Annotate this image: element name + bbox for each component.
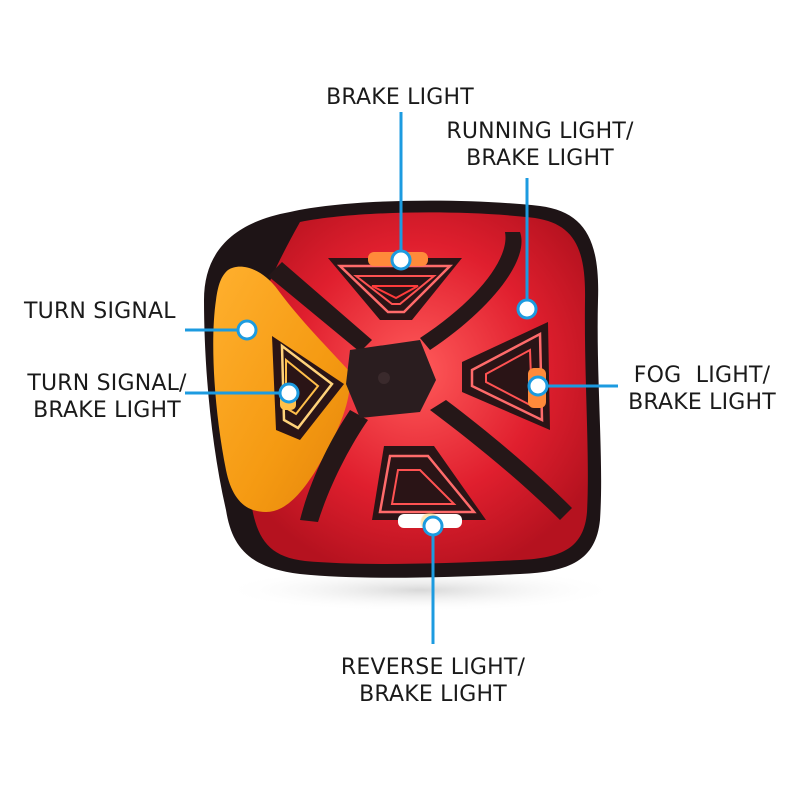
callout-dot-turn bbox=[236, 319, 258, 341]
label-turn-brake-line1: TURN SIGNAL/ bbox=[27, 371, 187, 396]
label-reverse-line2: BRAKE LIGHT bbox=[359, 682, 507, 707]
callout-dot-reverse bbox=[422, 515, 444, 537]
bottom-chevron-1 bbox=[378, 454, 477, 514]
label-fog-light: FOG LIGHT/ BRAKE LIGHT bbox=[612, 362, 792, 416]
label-turn-signal: TURN SIGNAL bbox=[24, 298, 194, 325]
callout-dot-brake bbox=[390, 249, 412, 271]
callout-dot-turn-brake bbox=[278, 382, 300, 404]
label-turn-brake-line2: BRAKE LIGHT bbox=[33, 398, 181, 423]
label-turn-signal-brake: TURN SIGNAL/ BRAKE LIGHT bbox=[14, 370, 200, 424]
label-fog-line1: FOG LIGHT/ bbox=[633, 363, 771, 388]
bottom-chevron-2 bbox=[390, 469, 457, 505]
callout-dot-running bbox=[516, 298, 538, 320]
label-running-light: RUNNING LIGHT/ BRAKE LIGHT bbox=[420, 118, 660, 172]
top-chevron-2 bbox=[353, 275, 437, 305]
label-running-line1: RUNNING LIGHT/ bbox=[446, 119, 634, 144]
bottom-triangle-module bbox=[372, 446, 486, 520]
label-turn-line1: TURN SIGNAL bbox=[24, 299, 176, 324]
divider-lower-left bbox=[300, 410, 368, 522]
divider-lower-right bbox=[430, 400, 572, 520]
center-screw-icon bbox=[378, 372, 390, 384]
label-reverse-light: REVERSE LIGHT/ BRAKE LIGHT bbox=[320, 654, 546, 708]
top-chevron-3 bbox=[371, 285, 419, 300]
divider-upper-left bbox=[268, 262, 372, 352]
callout-dot-fog bbox=[527, 375, 549, 397]
callouts bbox=[185, 112, 618, 644]
label-brake-light: BRAKE LIGHT bbox=[300, 84, 500, 111]
reflection-shadow bbox=[220, 568, 620, 612]
label-fog-line2: BRAKE LIGHT bbox=[628, 390, 776, 415]
divider-upper-right bbox=[420, 232, 522, 350]
top-triangle-module bbox=[328, 258, 462, 320]
center-hub bbox=[346, 340, 436, 418]
right-chevron-1 bbox=[470, 331, 544, 423]
label-running-line2: BRAKE LIGHT bbox=[466, 146, 614, 171]
label-brake-line1: BRAKE LIGHT bbox=[326, 85, 474, 110]
label-reverse-line1: REVERSE LIGHT/ bbox=[340, 655, 526, 680]
